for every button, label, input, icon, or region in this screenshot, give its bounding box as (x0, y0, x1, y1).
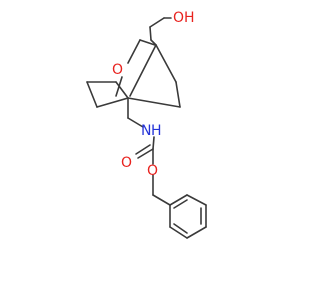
bond-ch2-up (149, 26, 152, 41)
bond-top-c-to-ch2oh (150, 39, 157, 46)
nitrogen-label: N (141, 123, 151, 139)
bond-benzene-5 (169, 226, 188, 239)
bond-benzene-1 (169, 194, 188, 206)
atom-labels: OH O N H O O (112, 10, 195, 179)
bond-nh-to-carbonyl (152, 136, 155, 150)
bond-left-upper-to-bridge (115, 81, 129, 99)
bond-benzyl-ch2-to-ring (152, 194, 171, 206)
bond-lines (86, 17, 207, 239)
bond-right-ring-lower (175, 81, 181, 108)
carbonyl-oxygen-label: O (121, 155, 132, 171)
bond-ch2-to-oh (149, 17, 165, 28)
bond-ch2-to-nh (127, 117, 144, 128)
molecule-structure: OH O N H O O (86, 10, 207, 239)
ester-oxygen-label: O (147, 163, 158, 179)
bond-ch2-to-top-c (139, 39, 156, 46)
bond-top-c-right (155, 44, 177, 83)
bond-ring-o-to-ch2 (127, 39, 141, 64)
bond-top-c-down-left (129, 44, 157, 97)
bond-carbonyl-to-o-left-b (135, 144, 151, 155)
bond-benzene-double-3 (173, 223, 188, 234)
bond-benzene-4 (186, 226, 207, 239)
nitrogen-h-label: H (151, 123, 162, 139)
bond-bottom-right (127, 97, 181, 108)
bond-carbonyl-to-o-left-a (137, 148, 154, 159)
bond-bottom-left (96, 97, 129, 108)
bond-benzene-2 (186, 194, 207, 206)
bond-left-ring-lower (86, 81, 98, 108)
hydroxyl-label: OH (173, 10, 195, 26)
bond-benzene-double-1 (173, 199, 188, 209)
ring-oxygen-label: O (112, 62, 123, 78)
